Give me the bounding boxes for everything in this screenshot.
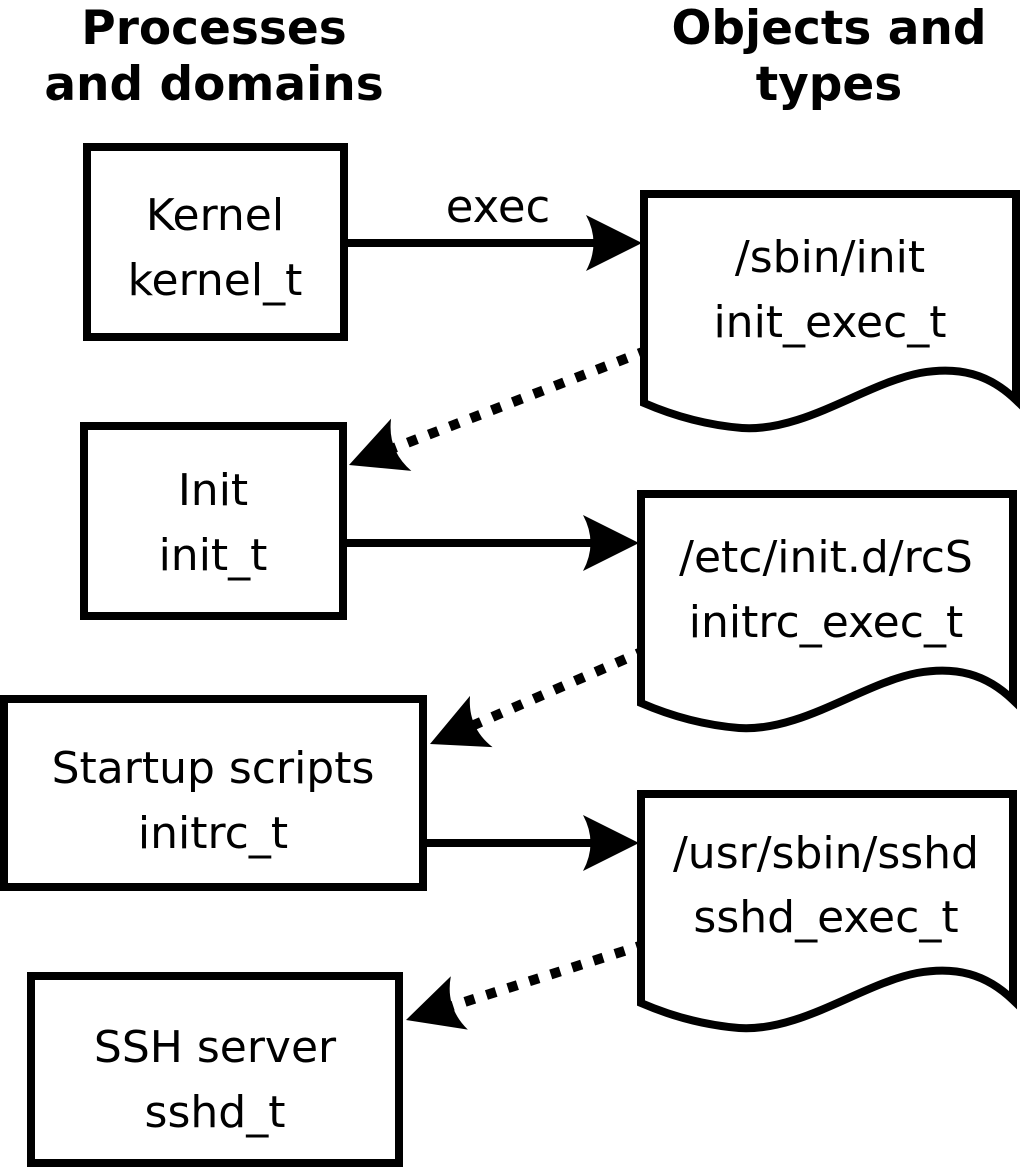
object-path: /usr/sbin/sshd <box>673 828 979 879</box>
process-label: SSH server <box>94 1022 337 1073</box>
object-doc-usr-sbin-sshd: /usr/sbin/sshd sshd_exec_t <box>641 794 1013 1028</box>
process-label: Kernel <box>146 190 284 241</box>
column-header-processes: Processes and domains <box>44 1 383 112</box>
process-domain-type: kernel_t <box>128 255 303 306</box>
arrow-head-icon <box>338 418 412 492</box>
object-type: sshd_exec_t <box>693 892 958 943</box>
exec-arrow-initrc-to-sshd <box>425 815 639 871</box>
processes-header-line2: and domains <box>44 57 383 112</box>
object-type: initrc_exec_t <box>689 597 963 648</box>
process-box-init: Init init_t <box>80 422 347 620</box>
process-box-ssh-server: SSH server sshd_t <box>27 972 403 1167</box>
object-type: init_exec_t <box>713 297 946 348</box>
transition-arrow-init-exec-to-init <box>338 345 650 492</box>
arrow-head-icon <box>586 215 642 271</box>
column-header-objects: Objects and types <box>671 1 986 112</box>
process-domain-type: initrc_t <box>138 808 288 859</box>
processes-header-line1: Processes <box>81 1 346 56</box>
exec-edge-label: exec <box>446 180 551 233</box>
arrow-head-icon <box>418 695 493 770</box>
objects-header-line2: types <box>756 57 903 112</box>
object-path: /etc/init.d/rcS <box>679 532 973 583</box>
process-box-kernel: Kernel kernel_t <box>83 143 348 341</box>
object-doc-etc-initd-rcS: /etc/init.d/rcS initrc_exec_t <box>641 494 1013 728</box>
process-domain-type: sshd_t <box>145 1087 286 1138</box>
process-domain-type: init_t <box>159 530 268 581</box>
transition-arrow-sshd-exec-to-sshd <box>397 939 648 1047</box>
arrow-head-icon <box>583 815 639 871</box>
arrow-head-icon <box>583 515 639 571</box>
transition-arrow-initrc-exec-to-initrc <box>418 645 648 770</box>
exec-arrow-init-to-rcS <box>345 515 639 571</box>
arrow-head-icon <box>397 976 468 1047</box>
process-label: Startup scripts <box>52 743 375 794</box>
object-doc-sbin-init: /sbin/init init_exec_t <box>644 194 1016 428</box>
objects-header-line1: Objects and <box>671 1 986 56</box>
exec-arrow-kernel-to-sbin-init: exec <box>346 180 642 271</box>
process-label: Init <box>178 465 248 516</box>
process-box-startup-scripts: Startup scripts initrc_t <box>0 695 427 891</box>
object-path: /sbin/init <box>735 232 925 283</box>
